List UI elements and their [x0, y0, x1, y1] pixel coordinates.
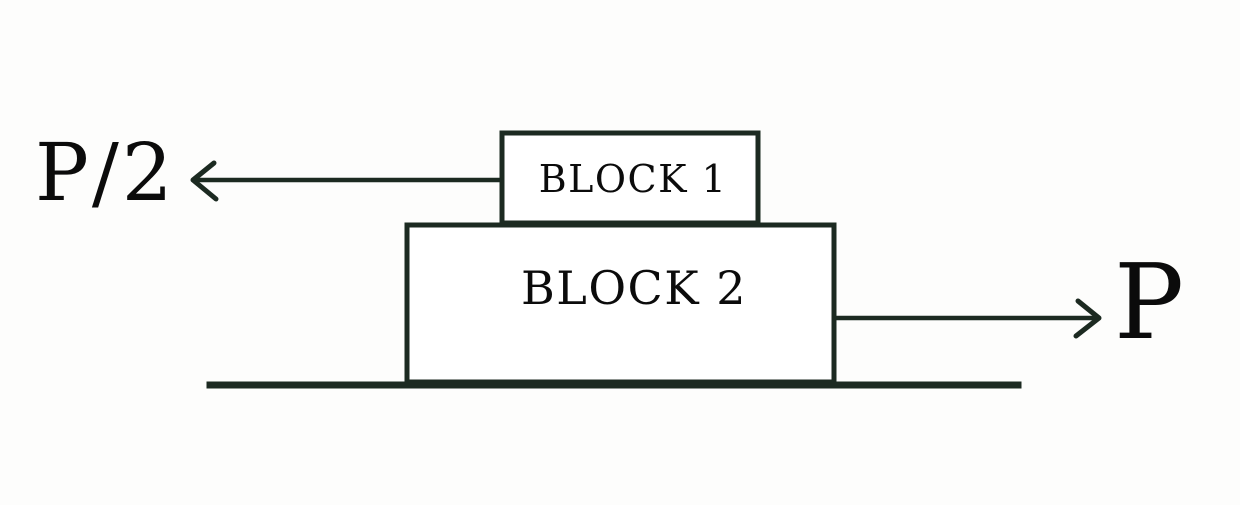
right-arrowhead-icon — [1073, 298, 1102, 339]
block-2-label: BLOCK 2 — [521, 261, 747, 315]
right-force-label: P — [1114, 241, 1187, 363]
block-2-rect — [404, 222, 837, 385]
left-arrowhead-icon — [190, 160, 219, 202]
left-force-label: P/2 — [35, 126, 176, 219]
block-1-label: BLOCK 1 — [539, 157, 728, 201]
